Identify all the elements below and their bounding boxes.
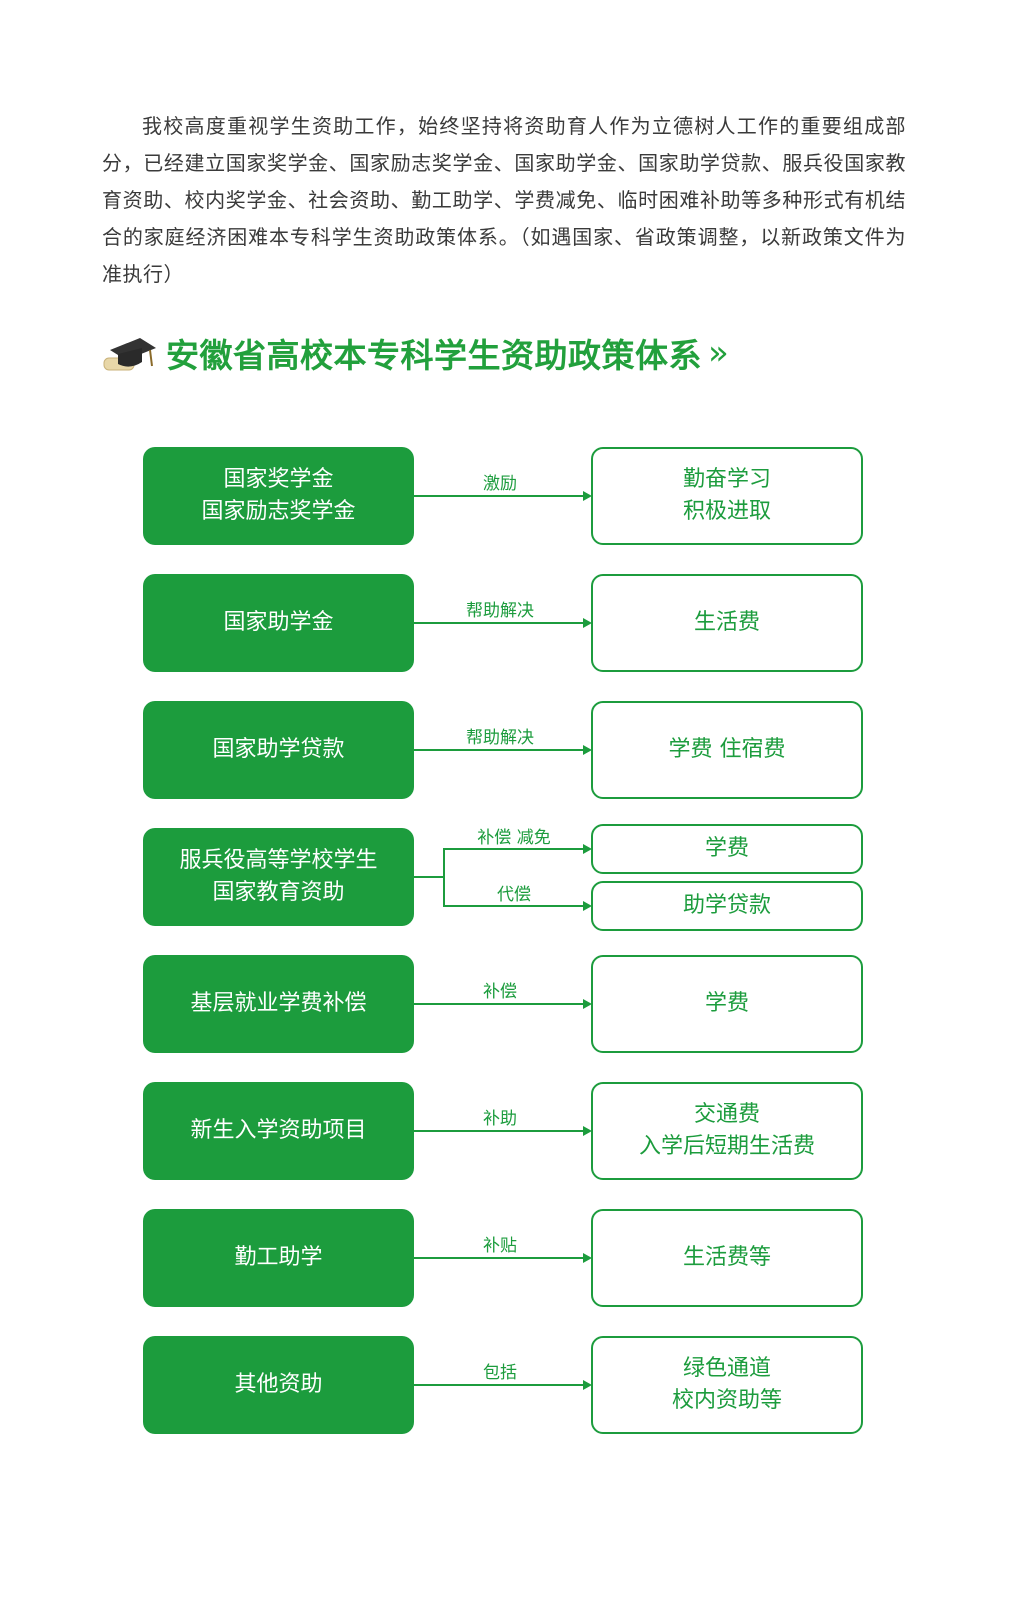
connector-label: 补贴 xyxy=(483,1236,517,1256)
arrow-head-icon xyxy=(583,491,592,501)
box-text-line: 生活费等 xyxy=(682,1245,771,1270)
program-box: 其他资助 xyxy=(143,1336,414,1434)
box-text-line: 入学后短期生活费 xyxy=(638,1134,815,1159)
arrow-head-icon xyxy=(583,1380,592,1390)
section-heading: 安徽省高校本专科学生资助政策体系 » xyxy=(100,328,729,378)
arrow-head-icon xyxy=(583,844,592,854)
arrow-head-icon xyxy=(583,1126,592,1136)
arrow-head-icon xyxy=(583,618,592,628)
section-title: 安徽省高校本专科学生资助政策体系 xyxy=(166,336,702,375)
connector-label: 激励 xyxy=(483,474,517,494)
box-text-line: 学费 xyxy=(704,836,749,861)
program-box: 国家奖学金国家励志奖学金 xyxy=(143,447,414,545)
box-text-line: 积极进取 xyxy=(682,499,771,524)
box-text-line: 生活费 xyxy=(693,610,760,635)
box-text-line: 助学贷款 xyxy=(682,893,771,918)
box-text-line: 服兵役高等学校学生 xyxy=(179,848,378,873)
program-box: 新生入学资助项目 xyxy=(143,1082,414,1180)
box-text-line: 绿色通道 xyxy=(682,1356,771,1381)
connector-label: 包括 xyxy=(483,1363,517,1383)
connector-line xyxy=(443,905,584,907)
connector-line xyxy=(414,1003,584,1005)
box-text-line: 勤奋学习 xyxy=(682,467,771,492)
connector-label: 帮助解决 xyxy=(466,601,534,621)
connector-line xyxy=(443,848,584,850)
connector-label: 补偿 减免 xyxy=(477,828,551,848)
box-text-line: 其他资助 xyxy=(234,1372,323,1397)
program-box: 基层就业学费补偿 xyxy=(143,955,414,1053)
box-text-line: 国家助学贷款 xyxy=(212,737,345,762)
arrow-head-icon xyxy=(583,1253,592,1263)
box-text-line: 交通费 xyxy=(693,1102,760,1127)
program-box: 国家助学贷款 xyxy=(143,701,414,799)
arrow-head-icon xyxy=(583,999,592,1009)
graduation-cap-icon xyxy=(100,328,158,378)
double-chevron-right-icon: » xyxy=(708,333,729,373)
connector-line xyxy=(414,1257,584,1259)
box-text-line: 学费 xyxy=(704,991,749,1016)
connector-line xyxy=(414,622,584,624)
connector-label: 补偿 xyxy=(483,982,517,1002)
box-text-line: 国家奖学金 xyxy=(223,467,334,492)
box-text-line: 基层就业学费补偿 xyxy=(190,991,367,1016)
connector-line xyxy=(443,848,445,907)
outcome-box: 勤奋学习积极进取 xyxy=(591,447,863,545)
outcome-box: 绿色通道校内资助等 xyxy=(591,1336,863,1434)
connector-line xyxy=(414,495,584,497)
connector-line xyxy=(414,876,444,878)
box-text-line: 新生入学资助项目 xyxy=(190,1118,367,1143)
program-box: 服兵役高等学校学生国家教育资助 xyxy=(143,828,414,926)
connector-label: 补助 xyxy=(483,1109,517,1129)
intro-paragraph: 我校高度重视学生资助工作，始终坚持将资助育人作为立德树人工作的重要组成部分，已经… xyxy=(102,114,906,286)
box-text-line: 校内资助等 xyxy=(671,1388,782,1413)
box-text-line: 勤工助学 xyxy=(234,1245,323,1270)
outcome-box: 学费 xyxy=(591,955,863,1053)
outcome-box: 生活费等 xyxy=(591,1209,863,1307)
outcome-box: 学费 xyxy=(591,824,863,874)
outcome-box: 交通费入学后短期生活费 xyxy=(591,1082,863,1180)
connector-line xyxy=(414,1130,584,1132)
outcome-box: 学费 住宿费 xyxy=(591,701,863,799)
connector-label: 帮助解决 xyxy=(466,728,534,748)
connector-label: 代偿 xyxy=(497,885,531,905)
box-text-line: 国家助学金 xyxy=(223,610,334,635)
box-text-line: 国家励志奖学金 xyxy=(201,499,356,524)
outcome-box: 助学贷款 xyxy=(591,881,863,931)
connector-line xyxy=(414,1384,584,1386)
outcome-box: 生活费 xyxy=(591,574,863,672)
box-text-line: 国家教育资助 xyxy=(212,880,345,905)
program-box: 国家助学金 xyxy=(143,574,414,672)
box-text-line: 学费 住宿费 xyxy=(668,737,786,762)
arrow-head-icon xyxy=(583,745,592,755)
program-box: 勤工助学 xyxy=(143,1209,414,1307)
connector-line xyxy=(414,749,584,751)
arrow-head-icon xyxy=(583,901,592,911)
